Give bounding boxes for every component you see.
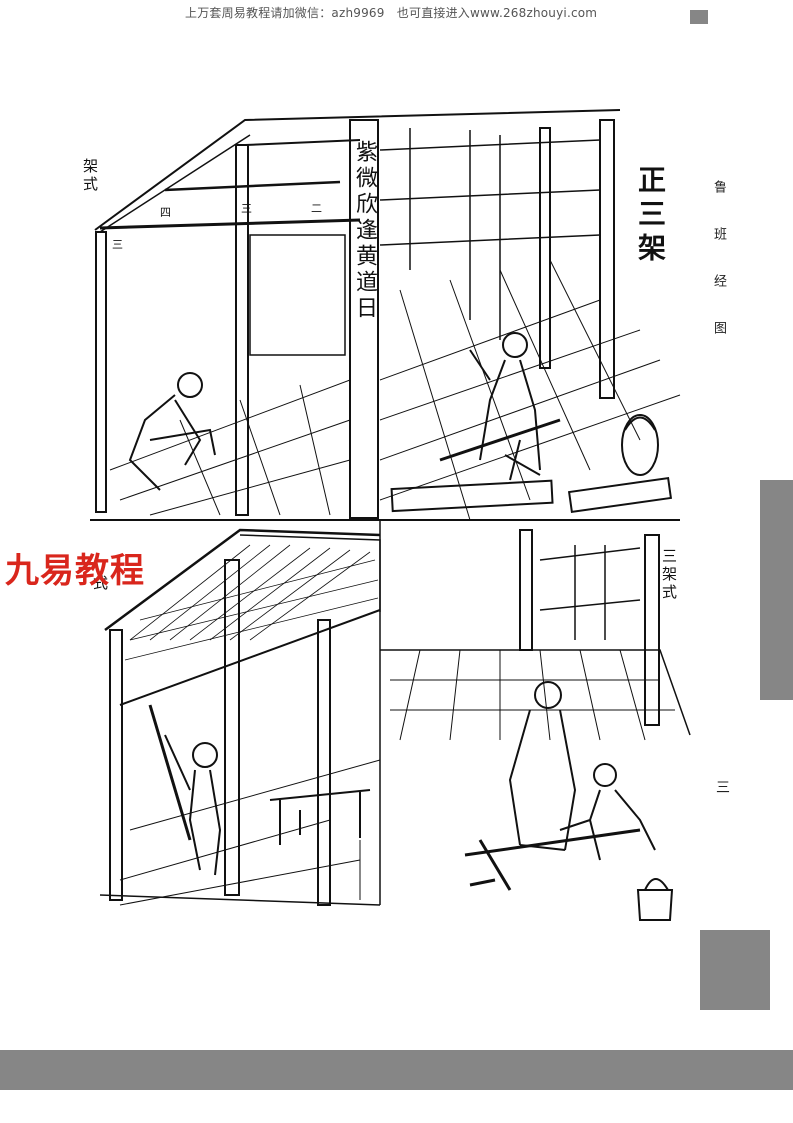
beam-number-three: 三 <box>241 202 252 215</box>
margin-book-title: 鲁班经图 <box>711 180 726 368</box>
header-notice: 上万套周易教程请加微信：azh9969 也可直接进入www.268zhouyi.… <box>185 6 598 20</box>
watermark-logo: 九易教程 <box>5 551 145 591</box>
upper-left-caption: 架式 <box>81 158 99 194</box>
margin-page-marker: 三 <box>716 780 730 796</box>
figure-title: 正三架 <box>634 165 667 267</box>
beam-number-two: 二 <box>311 202 322 215</box>
lower-left-caption: 式 <box>91 575 109 590</box>
hanging-scroll-text: 紫微欣逢黄道日 <box>352 140 377 322</box>
post-number: 三 <box>112 238 123 251</box>
beam-number-four: 四 <box>160 206 171 219</box>
lower-right-caption: 三架式 <box>660 548 678 602</box>
